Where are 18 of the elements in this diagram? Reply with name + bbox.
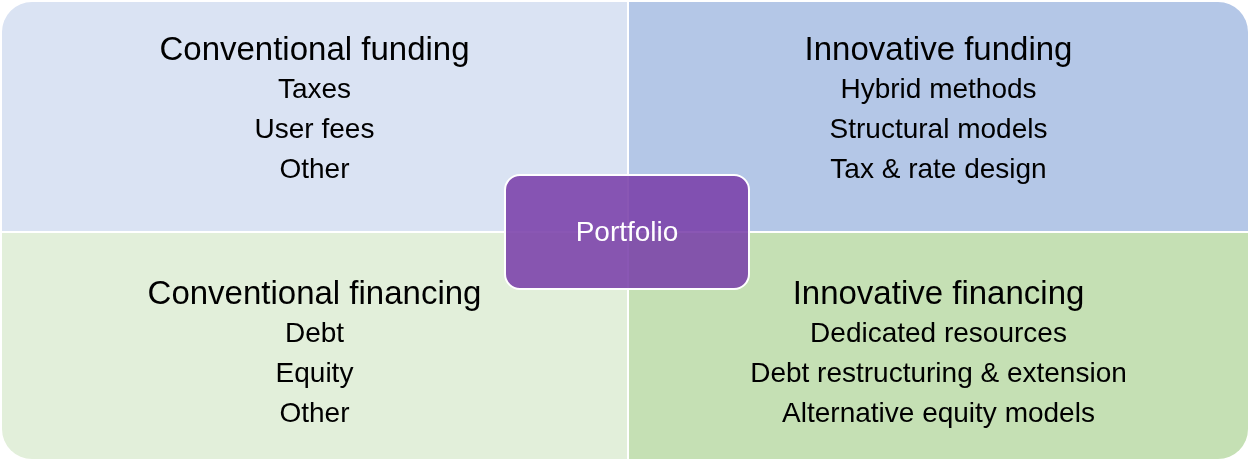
- center-label: Portfolio: [575, 216, 679, 248]
- list-item: Dedicated resources: [810, 316, 1067, 350]
- list-item: Debt restructuring & extension: [750, 356, 1127, 390]
- quadrant-heading: Innovative financing: [792, 273, 1085, 313]
- quadrant-heading: Conventional financing: [147, 273, 482, 313]
- list-item: Other: [279, 152, 350, 186]
- list-item: Structural models: [829, 112, 1048, 146]
- list-item: Debt: [284, 316, 345, 350]
- list-item: Equity: [275, 356, 354, 390]
- list-item: Alternative equity models: [782, 396, 1095, 430]
- list-item: Tax & rate design: [830, 152, 1047, 186]
- quadrant-heading: Innovative funding: [804, 29, 1073, 69]
- list-item: Hybrid methods: [840, 72, 1037, 106]
- list-item: User fees: [254, 112, 375, 146]
- center-box: [504, 174, 750, 290]
- list-item: Other: [279, 396, 350, 430]
- quadrant-heading: Conventional funding: [159, 29, 470, 69]
- list-item: Taxes: [277, 72, 352, 106]
